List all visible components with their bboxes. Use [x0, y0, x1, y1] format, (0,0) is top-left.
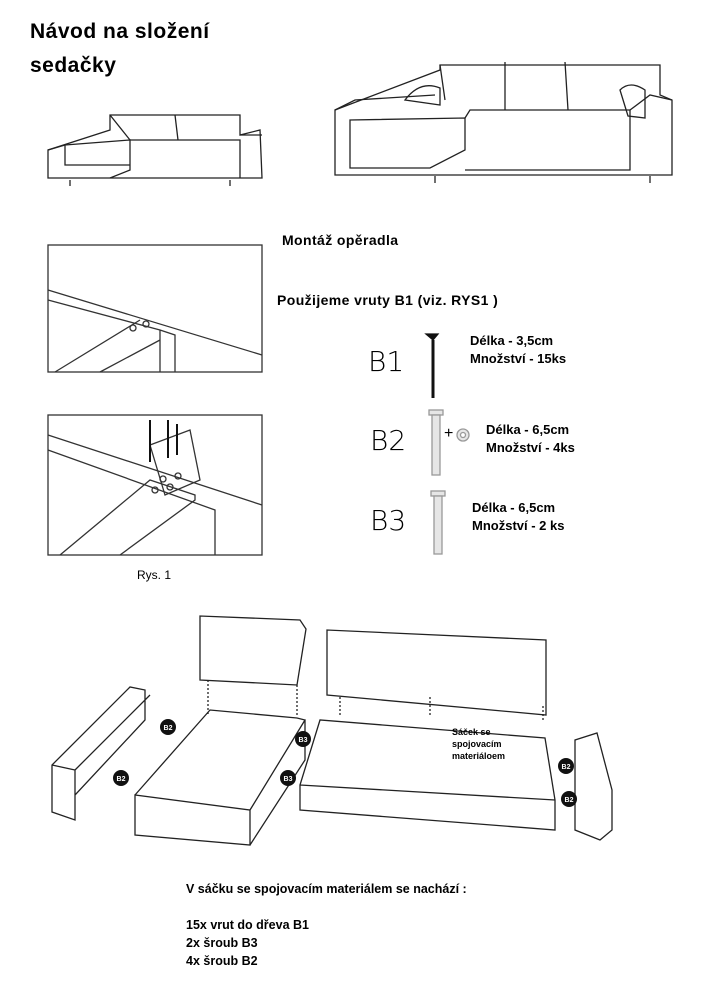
badge-b2: B2 [561, 791, 577, 807]
contents-list: 15x vrut do dřeva B1 2x šroub B3 4x šrou… [186, 916, 309, 970]
bag-label-line: Sáček se [452, 727, 491, 737]
contents-heading: V sáčku se spojovacím materiálem se nach… [186, 882, 467, 896]
contents-item: 2x šroub B3 [186, 936, 258, 950]
bag-label: Sáček se spojovacím materiáloem [452, 726, 505, 762]
exploded-assembly-diagram [51, 615, 613, 846]
bag-label-line: materiáloem [452, 751, 506, 761]
figure-caption: Rys. 1 [137, 568, 172, 582]
section-instruction: Použijeme vruty B1 (viz. RYS1 ) [277, 292, 499, 308]
badge-b3: B3 [295, 731, 311, 747]
fastener-quantity: Množství - 15ks [470, 351, 567, 366]
fastener-length: Délka - 6,5cm [486, 422, 570, 437]
fastener-code: B2 [370, 424, 407, 457]
detail-box-2 [47, 414, 263, 556]
fastener-quantity: Množství - 4ks [486, 440, 575, 455]
badge-b2: B2 [113, 770, 129, 786]
small-sofa-illustration [47, 114, 263, 186]
plus-sign: + [444, 425, 454, 442]
svg-text:B3: B3 [299, 737, 308, 744]
detail-box-1 [47, 244, 263, 373]
badge-b2: B2 [160, 719, 176, 735]
fastener-b2-bolt-icon [428, 409, 470, 476]
fastener-code: B1 [368, 345, 405, 378]
fastener-b3-bolt-icon [430, 490, 446, 555]
section-heading: Montáž opěradla [282, 232, 399, 248]
fastener-length: Délka - 3,5cm [470, 333, 554, 348]
fastener-code: B3 [370, 504, 407, 537]
document-title-line1: Návod na složení [30, 20, 210, 43]
svg-text:B2: B2 [117, 776, 126, 783]
svg-text:B2: B2 [164, 725, 173, 732]
large-sofa-illustration [334, 61, 673, 183]
svg-text:B3: B3 [284, 776, 293, 783]
svg-text:B2: B2 [565, 797, 574, 804]
fastener-quantity: Množství - 2 ks [472, 518, 565, 533]
document-title-line2: sedačky [30, 54, 117, 77]
contents-item: 4x šroub B2 [186, 954, 258, 968]
badge-b2: B2 [558, 758, 574, 774]
fastener-b1-screw-icon [424, 333, 440, 398]
bag-label-line: spojovacím [452, 739, 502, 749]
svg-text:B2: B2 [562, 764, 571, 771]
fastener-length: Délka - 6,5cm [472, 500, 556, 515]
contents-item: 15x vrut do dřeva B1 [186, 918, 309, 932]
badge-b3: B3 [280, 770, 296, 786]
